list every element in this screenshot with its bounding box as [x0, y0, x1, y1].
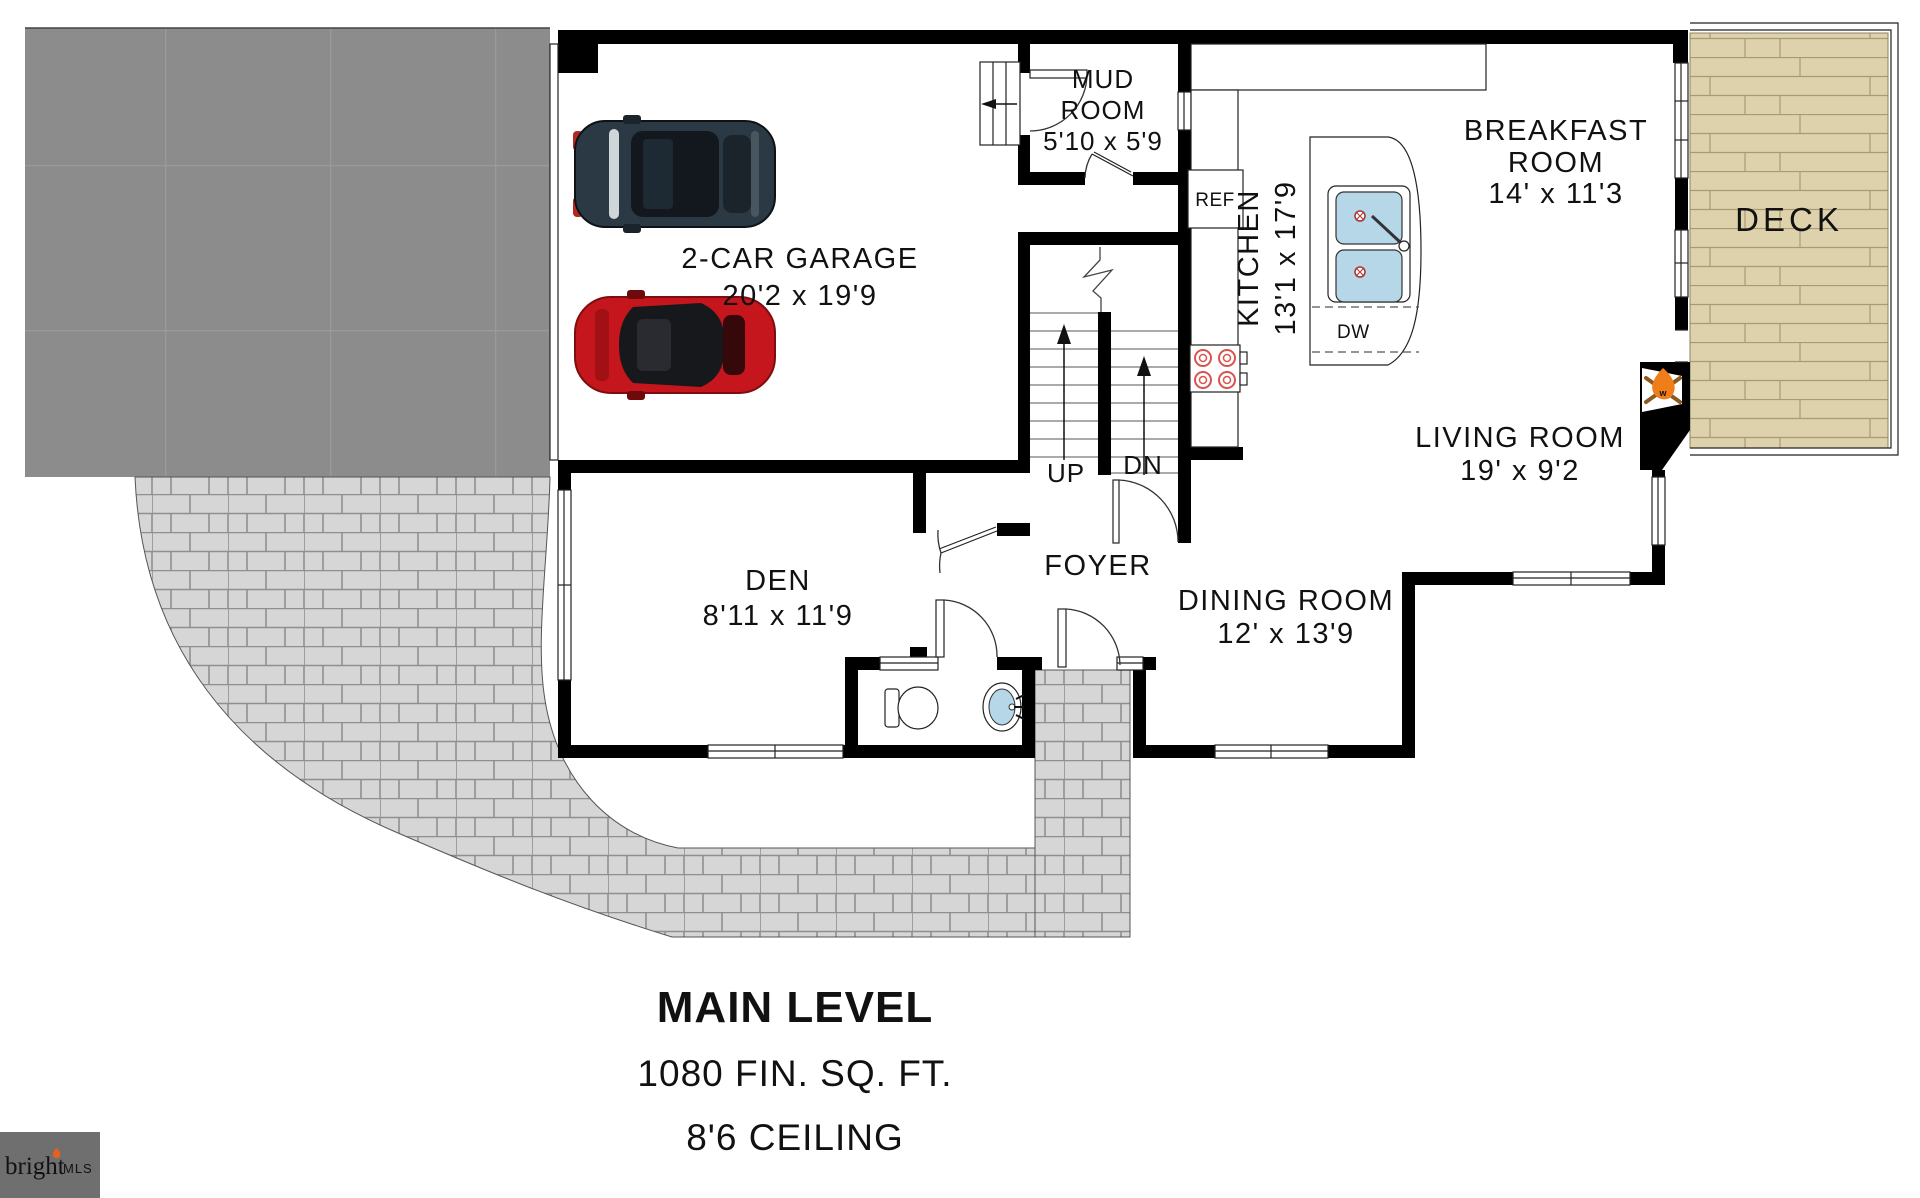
kitchen-island: DW — [1309, 136, 1422, 366]
doors — [935, 69, 1179, 668]
ref-label: REF — [1195, 190, 1235, 211]
breakfast-dims: 14' x 11'3 — [1488, 178, 1623, 210]
deck-door-opening — [1675, 329, 1688, 363]
window-breakfast-right-1 — [1674, 62, 1689, 179]
breakfast-name-2: ROOM — [1508, 147, 1604, 179]
logo-flame-icon — [52, 1148, 61, 1159]
refrigerator: REF — [1187, 169, 1244, 229]
garage-name: 2-CAR GARAGE — [681, 243, 918, 275]
driveway — [25, 27, 550, 477]
wall-foyer-dining — [1133, 670, 1146, 758]
fireplace-flame-icon: w — [1642, 368, 1682, 412]
brightmls-logo: bright MLS — [0, 1132, 100, 1198]
mudroom-name-2: ROOM — [1061, 95, 1146, 125]
window-living-bottom — [1512, 571, 1631, 586]
foyer-label: FOYER — [1044, 550, 1151, 582]
car-red — [574, 290, 776, 400]
room-labels: 2-CAR GARAGE 20'2 x 19'9 MUD ROOM 5'10 x… — [681, 64, 1843, 650]
dining-dims: 12' x 13'9 — [1217, 618, 1354, 650]
wall-garage-corner — [558, 30, 598, 73]
mudroom-dims: 5'10 x 5'9 — [1043, 126, 1163, 156]
footer-title: MAIN LEVEL — [657, 983, 933, 1032]
kitchen-name: KITCHEN — [1233, 189, 1265, 327]
deck-rail-inner — [1690, 29, 1892, 449]
logo-suffix: MLS — [63, 1161, 93, 1176]
living-name: LIVING ROOM — [1415, 422, 1625, 454]
kitchen-dims: 13'1 x 17'9 — [1270, 181, 1302, 336]
basement-door — [1112, 479, 1179, 544]
label-kitchen: KITCHEN 13'1 x 17'9 — [1233, 181, 1302, 336]
wall-dining-right — [1402, 572, 1415, 758]
stair-arrow-up-left — [1057, 324, 1071, 460]
mudroom-hall-door — [1084, 151, 1134, 179]
breakfast-name-1: BREAKFAST — [1464, 115, 1648, 147]
den-name: DEN — [745, 565, 811, 597]
mudroom-entry-door — [1029, 69, 1088, 132]
faucet — [1398, 240, 1410, 252]
footer: MAIN LEVEL 1080 FIN. SQ. FT. 8'6 CEILING — [637, 983, 952, 1158]
wall-bath-bottom — [843, 745, 1035, 758]
bathroom-door — [935, 599, 998, 658]
window-den-bottom — [707, 744, 844, 759]
toilet — [884, 686, 939, 730]
dining-name: DINING ROOM — [1178, 585, 1394, 617]
walls — [558, 30, 1690, 758]
sink-basin-1 — [1335, 191, 1403, 245]
deck-rail-outer — [1690, 22, 1899, 456]
car-dark — [573, 115, 776, 233]
front-stoop — [1034, 669, 1131, 938]
garage-dims: 20'2 x 19'9 — [723, 280, 878, 312]
label-den: DEN 8'11 x 11'9 — [703, 565, 854, 632]
dw-label: DW — [1337, 322, 1370, 343]
up-label: UP — [1047, 458, 1085, 488]
window-living-right — [1651, 476, 1666, 546]
window-den-left — [557, 489, 572, 681]
window-foyer-right — [1116, 656, 1144, 671]
den-hall-door — [937, 526, 998, 574]
dn-label: DN — [1123, 450, 1163, 480]
wall-garage-bottom — [558, 460, 1030, 473]
stair-break-line — [1082, 247, 1114, 312]
svg-text:w: w — [1658, 388, 1667, 398]
kitchen-counter-top — [1190, 43, 1487, 91]
mudroom-name-1: MUD — [1072, 64, 1134, 94]
kitchen-fixtures: REF DW — [1187, 43, 1487, 448]
kitchen-counter-left — [1190, 89, 1239, 448]
window-breakfast-right-2 — [1674, 229, 1689, 298]
label-breakfast-room: BREAKFAST ROOM 14' x 11'3 — [1464, 115, 1648, 210]
brick-walkway — [134, 476, 1131, 938]
stair-divider — [1098, 312, 1111, 475]
window-dining-bottom — [1214, 744, 1329, 759]
bath-sink — [982, 682, 1025, 732]
wall-stair-left — [1018, 232, 1030, 473]
bathroom-fixtures — [884, 682, 1025, 732]
mudroom-pass-through — [1177, 91, 1192, 131]
label-living-room: LIVING ROOM 19' x 9'2 — [1415, 422, 1625, 487]
footer-ceiling: 8'6 CEILING — [686, 1117, 904, 1158]
wall-stair-right — [1178, 130, 1191, 543]
front-door — [1057, 608, 1121, 668]
deck-label: DECK — [1735, 201, 1843, 238]
garage-steps — [979, 61, 1021, 146]
staircase — [979, 61, 1178, 475]
garage-door — [549, 43, 559, 461]
stair-arrow-up-right — [1137, 356, 1151, 475]
deck — [1689, 22, 1899, 456]
windows — [557, 62, 1689, 759]
wall-stair-top — [1018, 232, 1191, 245]
label-garage: 2-CAR GARAGE 20'2 x 19'9 — [681, 243, 918, 312]
stove — [1189, 344, 1248, 393]
window-foyer-left — [879, 656, 939, 671]
sink-basin-2 — [1335, 249, 1403, 303]
footer-area: 1080 FIN. SQ. FT. — [637, 1053, 952, 1094]
label-dining-room: DINING ROOM 12' x 13'9 — [1178, 585, 1394, 650]
label-mud-room: MUD ROOM 5'10 x 5'9 — [1043, 64, 1163, 156]
living-dims: 19' x 9'2 — [1460, 455, 1580, 487]
den-dims: 8'11 x 11'9 — [703, 600, 854, 632]
wall-top — [558, 30, 1688, 44]
